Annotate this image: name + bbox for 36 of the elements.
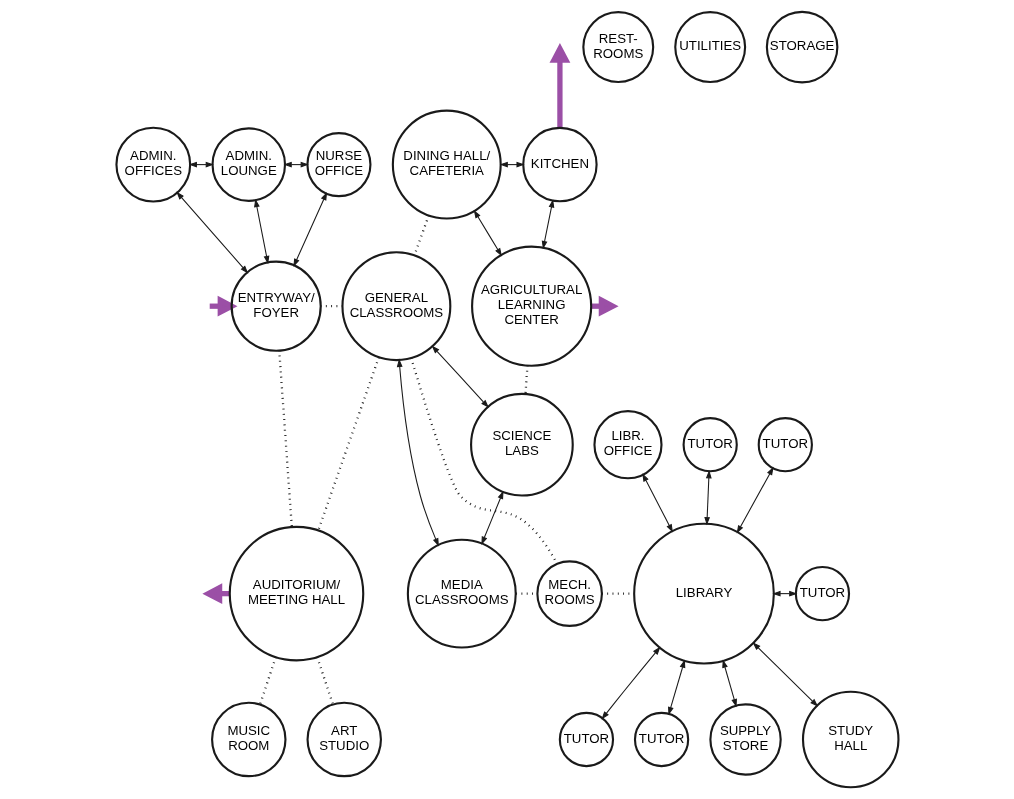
node-circle: ART STUDIO (306, 701, 382, 778)
arrow (473, 209, 502, 257)
node-circle: TUTOR (633, 711, 689, 768)
node-circle: STUDY HALL (801, 690, 899, 789)
node-circle: TUTOR (794, 566, 850, 622)
arrow (703, 469, 712, 526)
node-circle: MUSIC ROOM (210, 701, 286, 778)
node-circle: TUTOR (757, 417, 813, 473)
arrow (431, 345, 489, 408)
arrow (282, 161, 309, 168)
arrow (253, 198, 269, 265)
arrow (549, 43, 570, 128)
node-circle: NURSE OFFICE (305, 132, 371, 198)
arrow (188, 161, 214, 168)
node-circle: TUTOR (682, 417, 738, 473)
arrow (752, 642, 818, 707)
arrow (736, 466, 774, 534)
node-circle: AUDITORIUM/ MEETING HALL (228, 525, 364, 662)
node-circle: UTILITIES (673, 11, 746, 84)
node-circle: GENERAL CLASSROOMS (340, 251, 451, 362)
arrow (292, 192, 327, 267)
node-circle: SUPPLY STORE (708, 703, 782, 776)
node-circle: ADMIN. LOUNGE (210, 127, 286, 202)
arrow (541, 199, 554, 250)
arrow (175, 191, 248, 274)
node-circle: MECH. ROOMS (535, 560, 603, 627)
arrow (667, 659, 685, 716)
node-circle: SCIENCE LABS (469, 392, 574, 497)
arrow (396, 358, 439, 547)
arrow (721, 659, 737, 708)
node-circle: REST- ROOMS (581, 11, 654, 84)
node-circle: KITCHEN (521, 126, 598, 203)
arrow (480, 490, 503, 545)
arrow (600, 646, 661, 720)
node-circle: STORAGE (765, 10, 838, 84)
arrow (641, 473, 673, 533)
